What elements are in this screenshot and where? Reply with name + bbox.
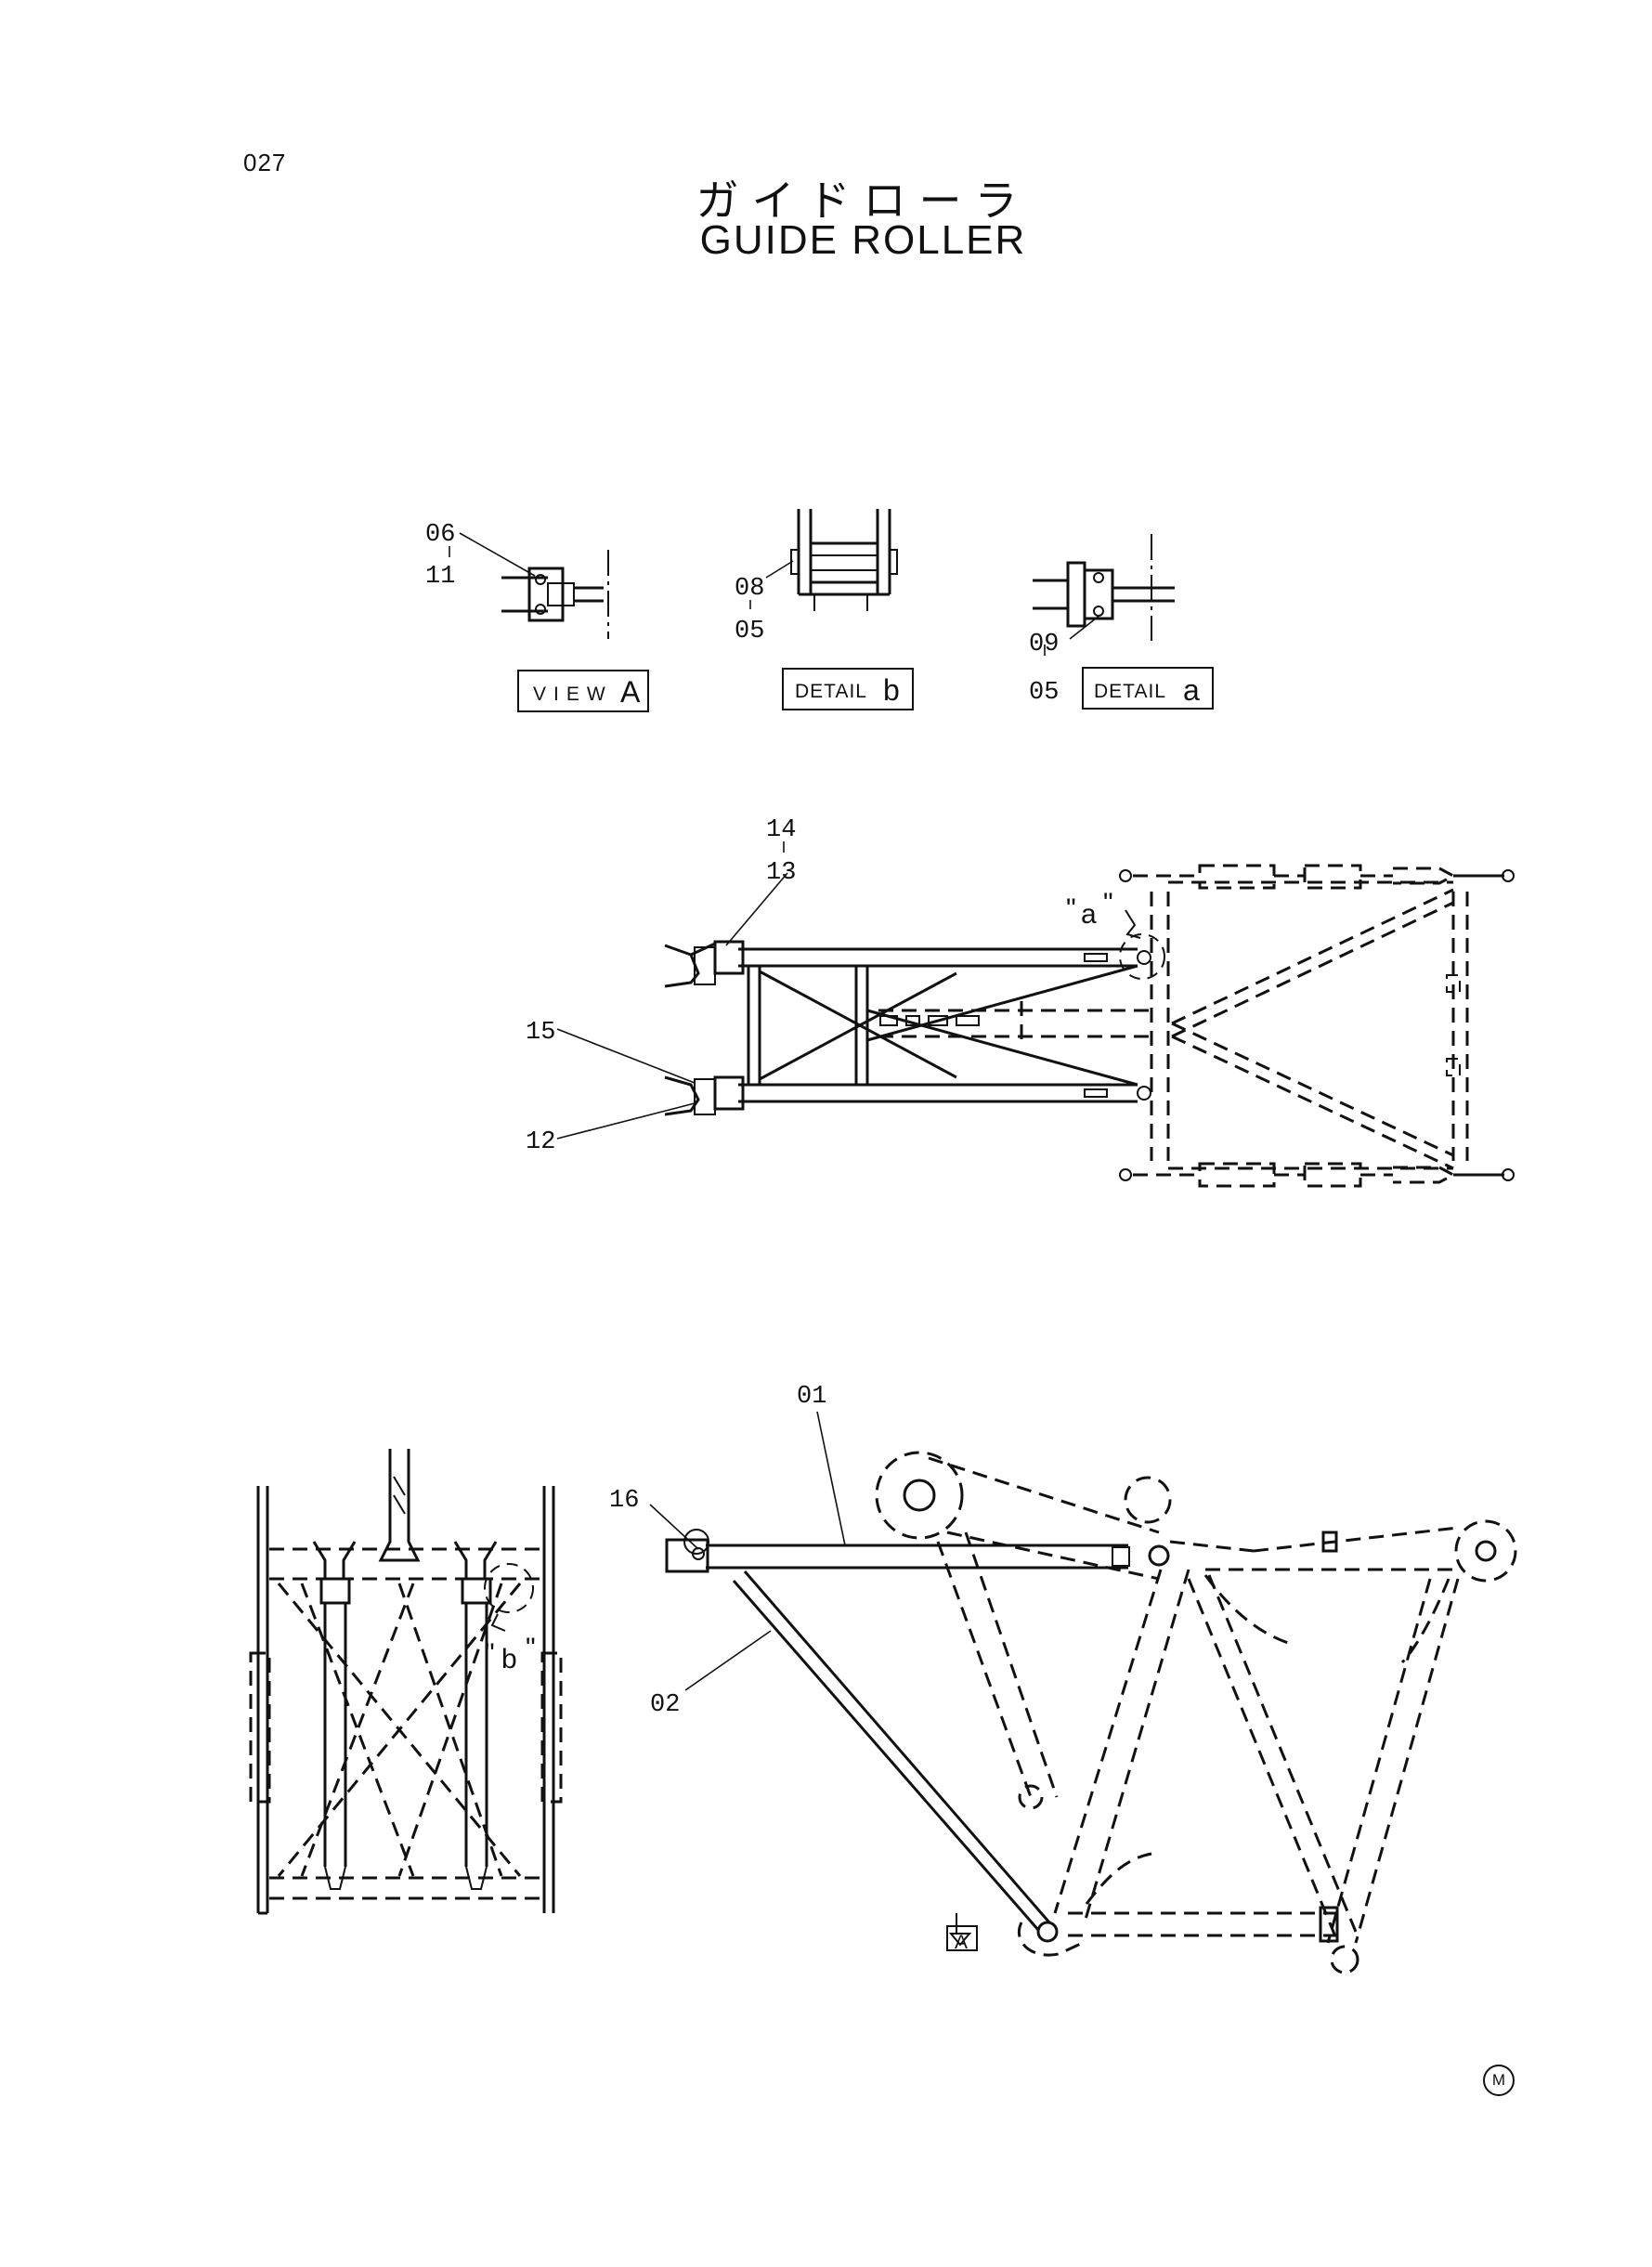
page-number: 027 [243,149,287,176]
detail-b-marker-open-quote: " [485,1638,495,1669]
view-a-arrow-label: A [955,1932,969,1953]
detail-b-label-letter: b [883,673,900,707]
callout-15: 15 [526,1019,555,1047]
callout-13: 13 [766,859,796,887]
callout-01: 01 [797,1383,826,1411]
view-a-label-box [517,670,649,712]
detail-b-marker-close-quote: " [526,1633,536,1663]
catalog-mark-icon: M [1483,2065,1515,2096]
detail-b-drawing [749,509,898,611]
callout-09-detail-a: 09 [1029,631,1059,658]
callout-08-detail-b: 08 [735,575,764,603]
view-a-label-letter: A [620,675,641,709]
title-japanese: ガイドローラ [696,176,1031,226]
detail-a-marker-close-quote: " [1103,888,1113,919]
callout-11-view-a: 11 [425,563,455,591]
callout-14: 14 [766,816,796,844]
callout-16: 16 [609,1487,639,1515]
detail-a-marker: a [1081,899,1097,930]
callout-02: 02 [650,1691,680,1719]
detail-b-label-box [782,668,914,710]
top-view-drawing [556,841,1515,1188]
detail-b-label-word: DETAIL [795,681,867,702]
title-english: GUIDE ROLLER [699,217,1027,263]
detail-b-marker: b [501,1644,517,1674]
callout-06-view-a: 06 [425,521,455,549]
detail-a-label-letter: a [1183,673,1200,707]
callout-05-detail-b: 05 [735,618,764,645]
view-a-label-word: VIEW [533,684,613,705]
callout-05-detail-a: 05 [1029,679,1059,707]
detail-a-marker-open-quote: " [1066,893,1076,924]
detail-a-label-box [1082,667,1214,710]
detail-a-drawing [1033,534,1175,656]
detail-a-label-word: DETAIL [1094,681,1166,702]
side-view-drawing [649,1411,1517,1974]
callout-12: 12 [526,1128,555,1156]
view-a-drawing [449,532,609,639]
front-view-drawing [249,1449,563,1915]
